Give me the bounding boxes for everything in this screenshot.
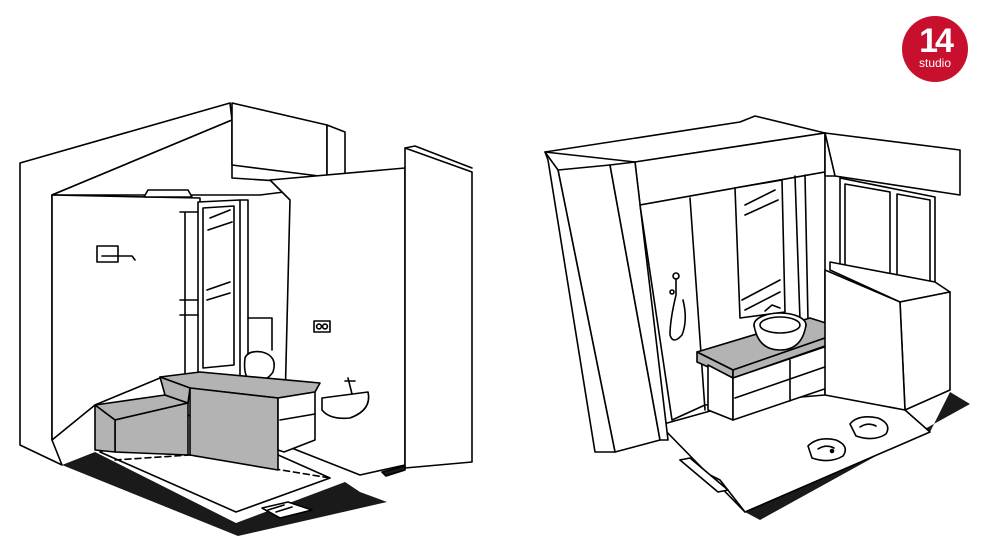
shower-tray bbox=[261, 501, 313, 519]
right-shower-tray bbox=[679, 457, 729, 493]
studio-logo-badge bbox=[902, 16, 968, 82]
studio-logo: 14 studio bbox=[902, 16, 968, 82]
left-isometric-bathroom-view bbox=[19, 102, 473, 536]
logo-word: studio bbox=[918, 56, 952, 70]
left-floor-edge bbox=[62, 452, 387, 536]
right-isometric-bathroom-view bbox=[544, 115, 970, 520]
right-toilet bbox=[849, 416, 889, 440]
right-ceiling-beam bbox=[544, 115, 826, 163]
logo-number: 14 bbox=[919, 22, 954, 60]
right-side-wall bbox=[899, 291, 951, 411]
left-right-pillar bbox=[404, 147, 473, 469]
mirror bbox=[202, 205, 235, 369]
bidet bbox=[321, 391, 370, 420]
right-bidet bbox=[807, 438, 847, 462]
towel-holder bbox=[96, 245, 119, 263]
shower-hose bbox=[669, 277, 687, 341]
vanity-drawers bbox=[277, 391, 316, 453]
vanity-front bbox=[189, 387, 279, 471]
ceiling-light bbox=[143, 189, 193, 198]
